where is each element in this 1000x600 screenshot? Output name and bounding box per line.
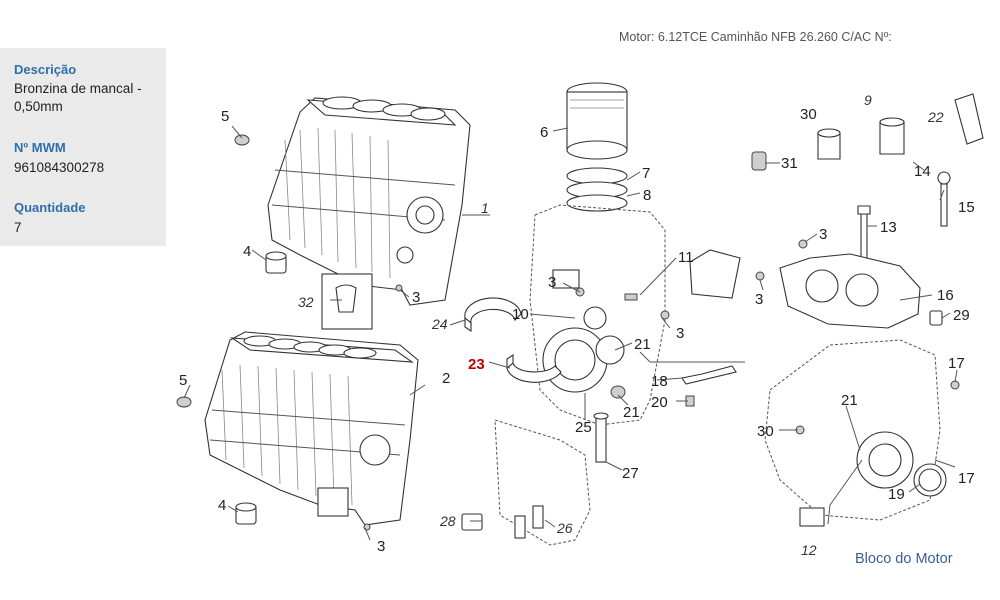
- callout-17: 17: [958, 470, 975, 487]
- callout-7: 7: [642, 165, 650, 182]
- callout-24: 24: [431, 316, 448, 332]
- engine-block-right: [764, 339, 947, 527]
- small-parts-left: [176, 134, 403, 531]
- main-bearing-shells: [464, 297, 562, 383]
- callout-10: 10: [512, 306, 529, 323]
- callout-8: 8: [643, 187, 651, 204]
- callout-32: 32: [298, 294, 314, 310]
- callout-4: 4: [218, 497, 226, 514]
- callout-5: 5: [221, 108, 229, 125]
- callout-2: 2: [442, 370, 450, 387]
- callout-14: 14: [914, 163, 931, 180]
- callout-18: 18: [651, 373, 668, 390]
- mwm-value: 961084300278: [14, 160, 105, 175]
- callout-21: 21: [841, 392, 858, 409]
- callout-23: 23: [468, 356, 485, 373]
- callout-6: 6: [540, 124, 548, 141]
- callout-16: 16: [937, 287, 954, 304]
- descricao-label: Descrição: [14, 62, 77, 77]
- callout-19: 19: [888, 486, 905, 503]
- callout-3: 3: [412, 289, 420, 306]
- leader-lines: [183, 125, 958, 541]
- callout-11: 11: [678, 249, 694, 266]
- callout-17: 17: [948, 355, 965, 372]
- callout-30: 30: [757, 423, 774, 440]
- callout-29: 29: [953, 307, 970, 324]
- callout-3: 3: [377, 538, 385, 555]
- motor-header: Motor: 6.12TCE Caminhão NFB 26.260 C/AC …: [619, 30, 892, 44]
- callout-1: 1: [481, 200, 489, 216]
- callout-30: 30: [800, 106, 817, 123]
- callout-12: 12: [801, 542, 817, 558]
- part-info-panel: Descrição Bronzina de mancal - 0,50mm Nº…: [0, 48, 166, 246]
- callout-26: 26: [556, 520, 573, 536]
- callout-4: 4: [243, 243, 251, 260]
- callout-9: 9: [864, 92, 872, 108]
- engine-block-center: [461, 204, 737, 546]
- quantidade-label: Quantidade: [14, 200, 86, 215]
- callout-21: 21: [634, 336, 651, 353]
- diagram-caption: Bloco do Motor: [855, 551, 953, 567]
- descricao-value: Bronzina de mancal - 0,50mm: [14, 81, 142, 114]
- callout-31: 31: [781, 155, 798, 172]
- mwm-label: Nº MWM: [14, 140, 66, 155]
- engine-block-lower: [204, 331, 419, 526]
- callout-28: 28: [439, 513, 456, 529]
- callout-25: 25: [575, 419, 592, 436]
- callout-22: 22: [927, 109, 944, 125]
- callout-27: 27: [622, 465, 639, 482]
- callout-5: 5: [179, 372, 187, 389]
- callouts: 1 2 3 3 3 3 3 3 4 4 5 5 6 7 8 9 10 11 12…: [179, 92, 975, 558]
- callout-20: 20: [651, 394, 668, 411]
- callout-21: 21: [623, 404, 640, 421]
- callout-13: 13: [880, 219, 897, 236]
- quantidade-value: 7: [14, 220, 22, 235]
- engine-block-upper: [267, 96, 471, 306]
- callout-15: 15: [958, 199, 975, 216]
- callout-3: 3: [755, 291, 763, 308]
- callout-3: 3: [676, 325, 684, 342]
- callout-3: 3: [819, 226, 827, 243]
- callout-3: 3: [548, 274, 556, 291]
- right-parts: [575, 93, 984, 435]
- cylinder-liner: [566, 82, 628, 212]
